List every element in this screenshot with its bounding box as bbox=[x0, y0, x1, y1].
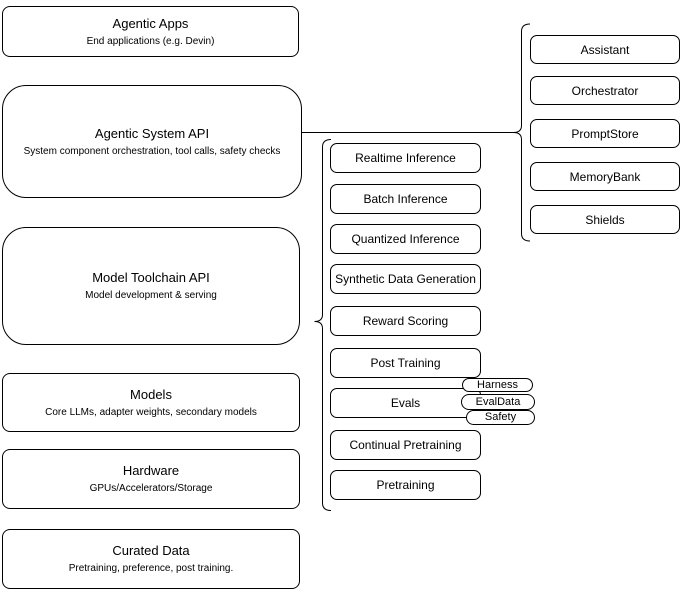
node-orchestrator[interactable]: Orchestrator bbox=[530, 76, 680, 105]
node-title: Agentic Apps bbox=[112, 15, 189, 31]
node-memorybank[interactable]: MemoryBank bbox=[530, 162, 680, 191]
tag-label: EvalData bbox=[475, 395, 521, 408]
node-label: Assistant bbox=[580, 42, 630, 57]
node-label: Orchestrator bbox=[571, 83, 639, 98]
node-title: Models bbox=[130, 386, 172, 402]
node-agentic-apps[interactable]: Agentic Apps End applications (e.g. Devi… bbox=[2, 6, 299, 57]
node-subtitle: GPUs/Accelerators/Storage bbox=[89, 483, 213, 494]
node-label: Shields bbox=[585, 212, 625, 227]
node-subtitle: System component orchestration, tool cal… bbox=[23, 145, 281, 157]
node-assistant[interactable]: Assistant bbox=[530, 35, 680, 64]
node-title: Curated Data bbox=[112, 543, 190, 558]
node-label: Continual Pretraining bbox=[349, 438, 462, 452]
node-subtitle: Model development & serving bbox=[85, 290, 217, 301]
node-label: Batch Inference bbox=[363, 192, 448, 206]
node-curated-data[interactable]: Curated Data Pretraining, preference, po… bbox=[2, 529, 300, 589]
node-batch-inference[interactable]: Batch Inference bbox=[330, 184, 481, 214]
node-hardware[interactable]: Hardware GPUs/Accelerators/Storage bbox=[2, 449, 300, 509]
node-label: Post Training bbox=[370, 356, 441, 370]
node-reward-scoring[interactable]: Reward Scoring bbox=[330, 306, 481, 336]
toolchain-brace bbox=[314, 139, 332, 511]
node-models[interactable]: Models Core LLMs, adapter weights, secon… bbox=[2, 373, 300, 432]
node-title: Model Toolchain API bbox=[92, 270, 210, 285]
node-continual-pretraining[interactable]: Continual Pretraining bbox=[330, 430, 481, 460]
node-label: Reward Scoring bbox=[362, 314, 449, 328]
node-label: Synthetic Data Generation bbox=[335, 272, 476, 286]
node-label: Quantized Inference bbox=[351, 232, 460, 246]
system-components-brace bbox=[513, 23, 531, 242]
node-evals[interactable]: Evals bbox=[330, 388, 481, 418]
node-title: Agentic System API bbox=[94, 125, 210, 141]
node-subtitle: Core LLMs, adapter weights, secondary mo… bbox=[45, 406, 257, 418]
tag-safety[interactable]: Safety bbox=[466, 410, 535, 425]
node-label: PromptStore bbox=[571, 126, 639, 141]
node-subtitle: End applications (e.g. Devin) bbox=[86, 35, 215, 47]
tag-harness[interactable]: Harness bbox=[462, 378, 533, 392]
tag-evaldata[interactable]: EvalData bbox=[461, 394, 535, 410]
node-promptstore[interactable]: PromptStore bbox=[530, 119, 680, 148]
node-synthetic-data-generation[interactable]: Synthetic Data Generation bbox=[330, 264, 481, 294]
tag-label: Safety bbox=[484, 411, 517, 423]
node-label: MemoryBank bbox=[569, 169, 641, 184]
node-realtime-inference[interactable]: Realtime Inference bbox=[330, 143, 481, 173]
node-model-toolchain-api[interactable]: Model Toolchain API Model development & … bbox=[2, 227, 300, 345]
node-label: Evals bbox=[390, 396, 421, 410]
node-quantized-inference[interactable]: Quantized Inference bbox=[330, 224, 481, 254]
node-subtitle: Pretraining, preference, post training. bbox=[68, 563, 234, 574]
node-pretraining[interactable]: Pretraining bbox=[330, 470, 481, 500]
node-agentic-system-api[interactable]: Agentic System API System component orch… bbox=[2, 85, 302, 198]
node-label: Realtime Inference bbox=[355, 151, 456, 165]
node-title: Hardware bbox=[122, 463, 180, 478]
tag-label: Harness bbox=[477, 378, 518, 391]
node-post-training[interactable]: Post Training bbox=[330, 348, 481, 378]
node-label: Pretraining bbox=[376, 478, 435, 492]
node-shields[interactable]: Shields bbox=[530, 205, 680, 234]
